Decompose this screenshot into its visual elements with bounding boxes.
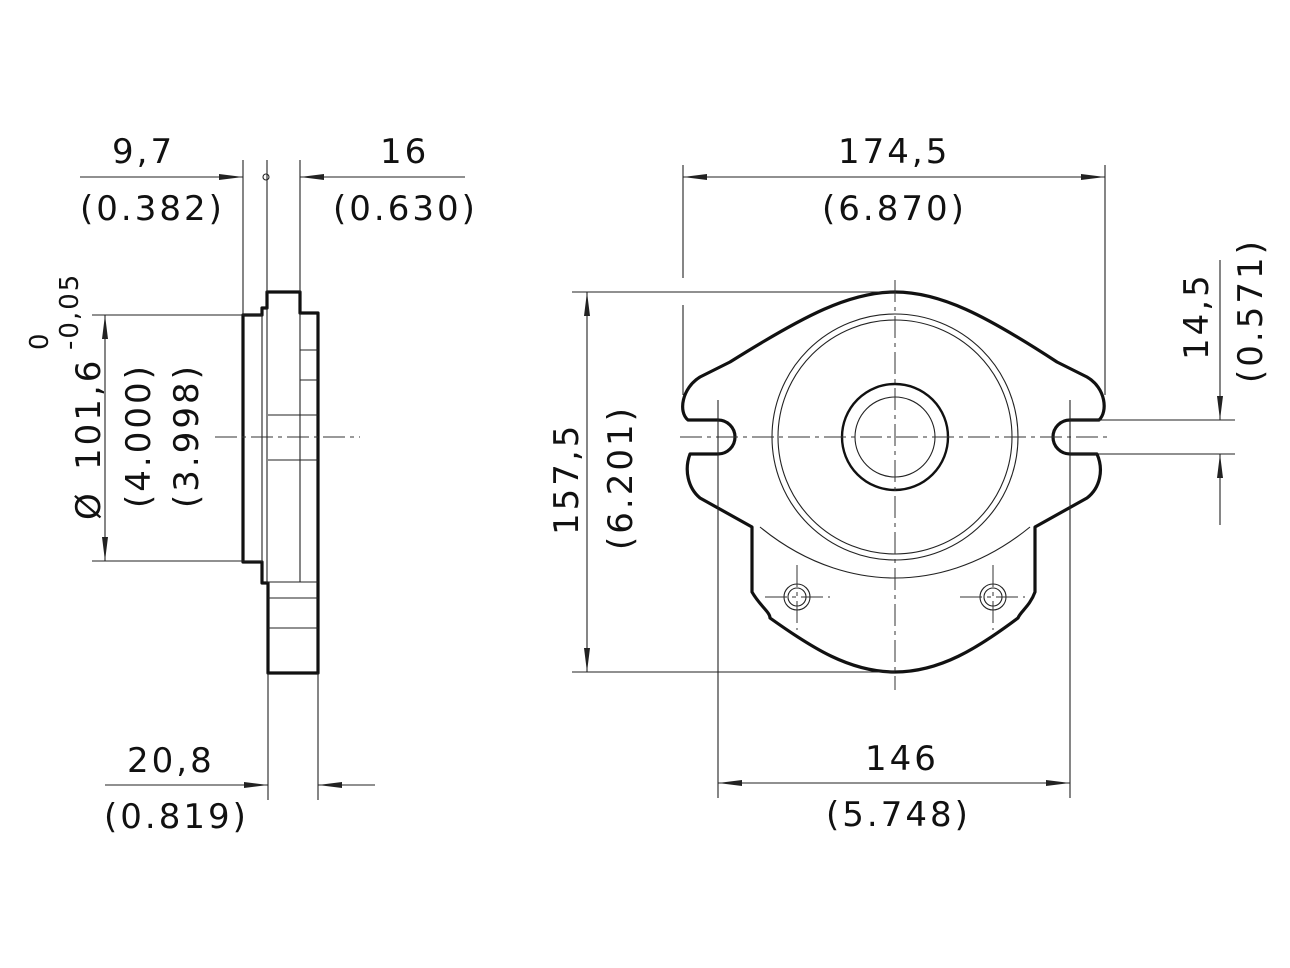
dim-diameter-tol-upper: 0 — [25, 331, 55, 350]
dim-157-5-value: 157,5 — [547, 423, 587, 535]
dim-14-5-value: 14,5 — [1177, 272, 1217, 360]
dim-157-5-inch: (6.201) — [601, 405, 641, 550]
dim-16-value: 16 — [380, 132, 429, 172]
small-mark-icon — [262, 173, 270, 181]
dim-146-value: 146 — [865, 739, 939, 779]
side-view-details — [261, 308, 318, 629]
dim-16-inch: (0.630) — [333, 189, 478, 229]
dim-174-5-inch: (6.870) — [822, 189, 967, 229]
dim-diameter-tol-lower: -0,05 — [55, 273, 85, 350]
dim-20-8-value: 20,8 — [127, 741, 215, 781]
front-view-outline — [681, 290, 1106, 674]
dim-9-7-inch: (0.382) — [80, 189, 225, 229]
dim-diameter-inch-max: (4.000) — [119, 363, 159, 508]
diameter-symbol: Ø — [69, 490, 109, 520]
dim-diameter-inch-min: (3.998) — [167, 363, 207, 508]
dim-146-inch: (5.748) — [826, 795, 971, 835]
dim-14-5-inch: (0.571) — [1231, 238, 1271, 383]
side-view: 9,7 (0.382) 16 (0.630) Ø 101,6 0 -0,05 (… — [25, 132, 478, 837]
side-view-outline — [241, 290, 320, 675]
dim-diameter-value: 101,6 — [69, 358, 109, 470]
dim-9-7-value: 9,7 — [112, 132, 175, 172]
dim-20-8-inch: (0.819) — [104, 797, 249, 837]
dim-174-5-value: 174,5 — [838, 132, 950, 172]
front-view: 174,5 (6.870) 157,5 (6.201) 14,5 (0.571)… — [547, 132, 1271, 835]
